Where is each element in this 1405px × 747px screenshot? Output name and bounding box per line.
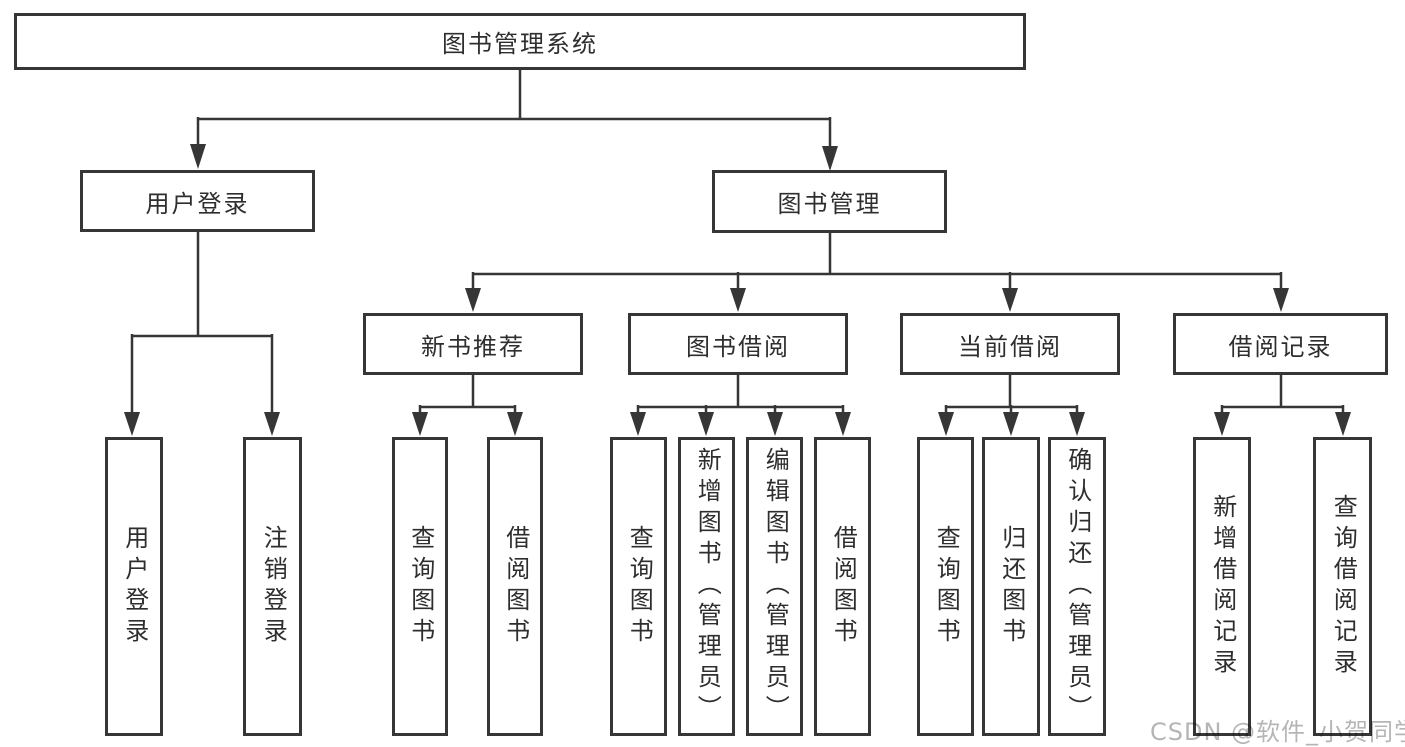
- node-book-borrow: 图书借阅: [628, 313, 848, 375]
- leaf-user-login: 用户登录: [105, 437, 163, 736]
- arrowheads: [124, 144, 1351, 436]
- leaf-bb-add-book-admin: 新增图书（管理员）: [678, 437, 735, 736]
- leaf-cb-query-books: 查询图书: [917, 437, 974, 736]
- leaf-br-add-record: 新增借阅记录: [1193, 437, 1251, 736]
- leaf-user-login-label: 用户登录: [120, 524, 149, 649]
- leaf-br-query-record: 查询借阅记录: [1313, 437, 1372, 736]
- connector-lines: [130, 70, 1345, 418]
- leaf-logout: 注销登录: [243, 437, 302, 736]
- leaf-cb-return-books-label: 归还图书: [997, 524, 1026, 649]
- leaf-bb-borrow-books-label: 借阅图书: [829, 524, 858, 649]
- node-current-borrow: 当前借阅: [900, 313, 1120, 375]
- leaf-cb-confirm-return-admin-label: 确认归还（管理员）: [1063, 447, 1092, 726]
- leaf-cb-confirm-return-admin: 确认归还（管理员）: [1048, 437, 1106, 736]
- leaf-br-query-record-label: 查询借阅记录: [1329, 493, 1358, 680]
- leaf-cb-return-books: 归还图书: [982, 437, 1040, 736]
- leaf-bb-edit-book-admin: 编辑图书（管理员）: [746, 437, 803, 736]
- leaf-bb-query-books-label: 查询图书: [625, 524, 654, 649]
- leaf-bb-add-book-admin-label: 新增图书（管理员）: [693, 447, 722, 726]
- node-user-login: 用户登录: [80, 170, 315, 232]
- node-book-mgmt: 图书管理: [712, 170, 947, 233]
- leaf-cb-query-books-label: 查询图书: [932, 524, 961, 649]
- leaf-nbr-borrow-books-label: 借阅图书: [501, 524, 530, 649]
- leaf-nbr-query-books: 查询图书: [392, 437, 448, 736]
- node-borrow-records: 借阅记录: [1173, 313, 1388, 375]
- leaf-bb-query-books: 查询图书: [610, 437, 667, 736]
- node-root: 图书管理系统: [14, 13, 1026, 70]
- leaf-br-add-record-label: 新增借阅记录: [1208, 493, 1237, 680]
- csdn-watermark: CSDN @软件_小贺同学: [1150, 718, 1405, 746]
- leaf-bb-edit-book-admin-label: 编辑图书（管理员）: [761, 447, 790, 726]
- leaf-nbr-borrow-books: 借阅图书: [487, 437, 543, 736]
- leaf-logout-label: 注销登录: [259, 524, 288, 649]
- leaf-bb-borrow-books: 借阅图书: [814, 437, 871, 736]
- node-new-book-recommend: 新书推荐: [363, 313, 583, 375]
- leaf-nbr-query-books-label: 查询图书: [406, 524, 435, 649]
